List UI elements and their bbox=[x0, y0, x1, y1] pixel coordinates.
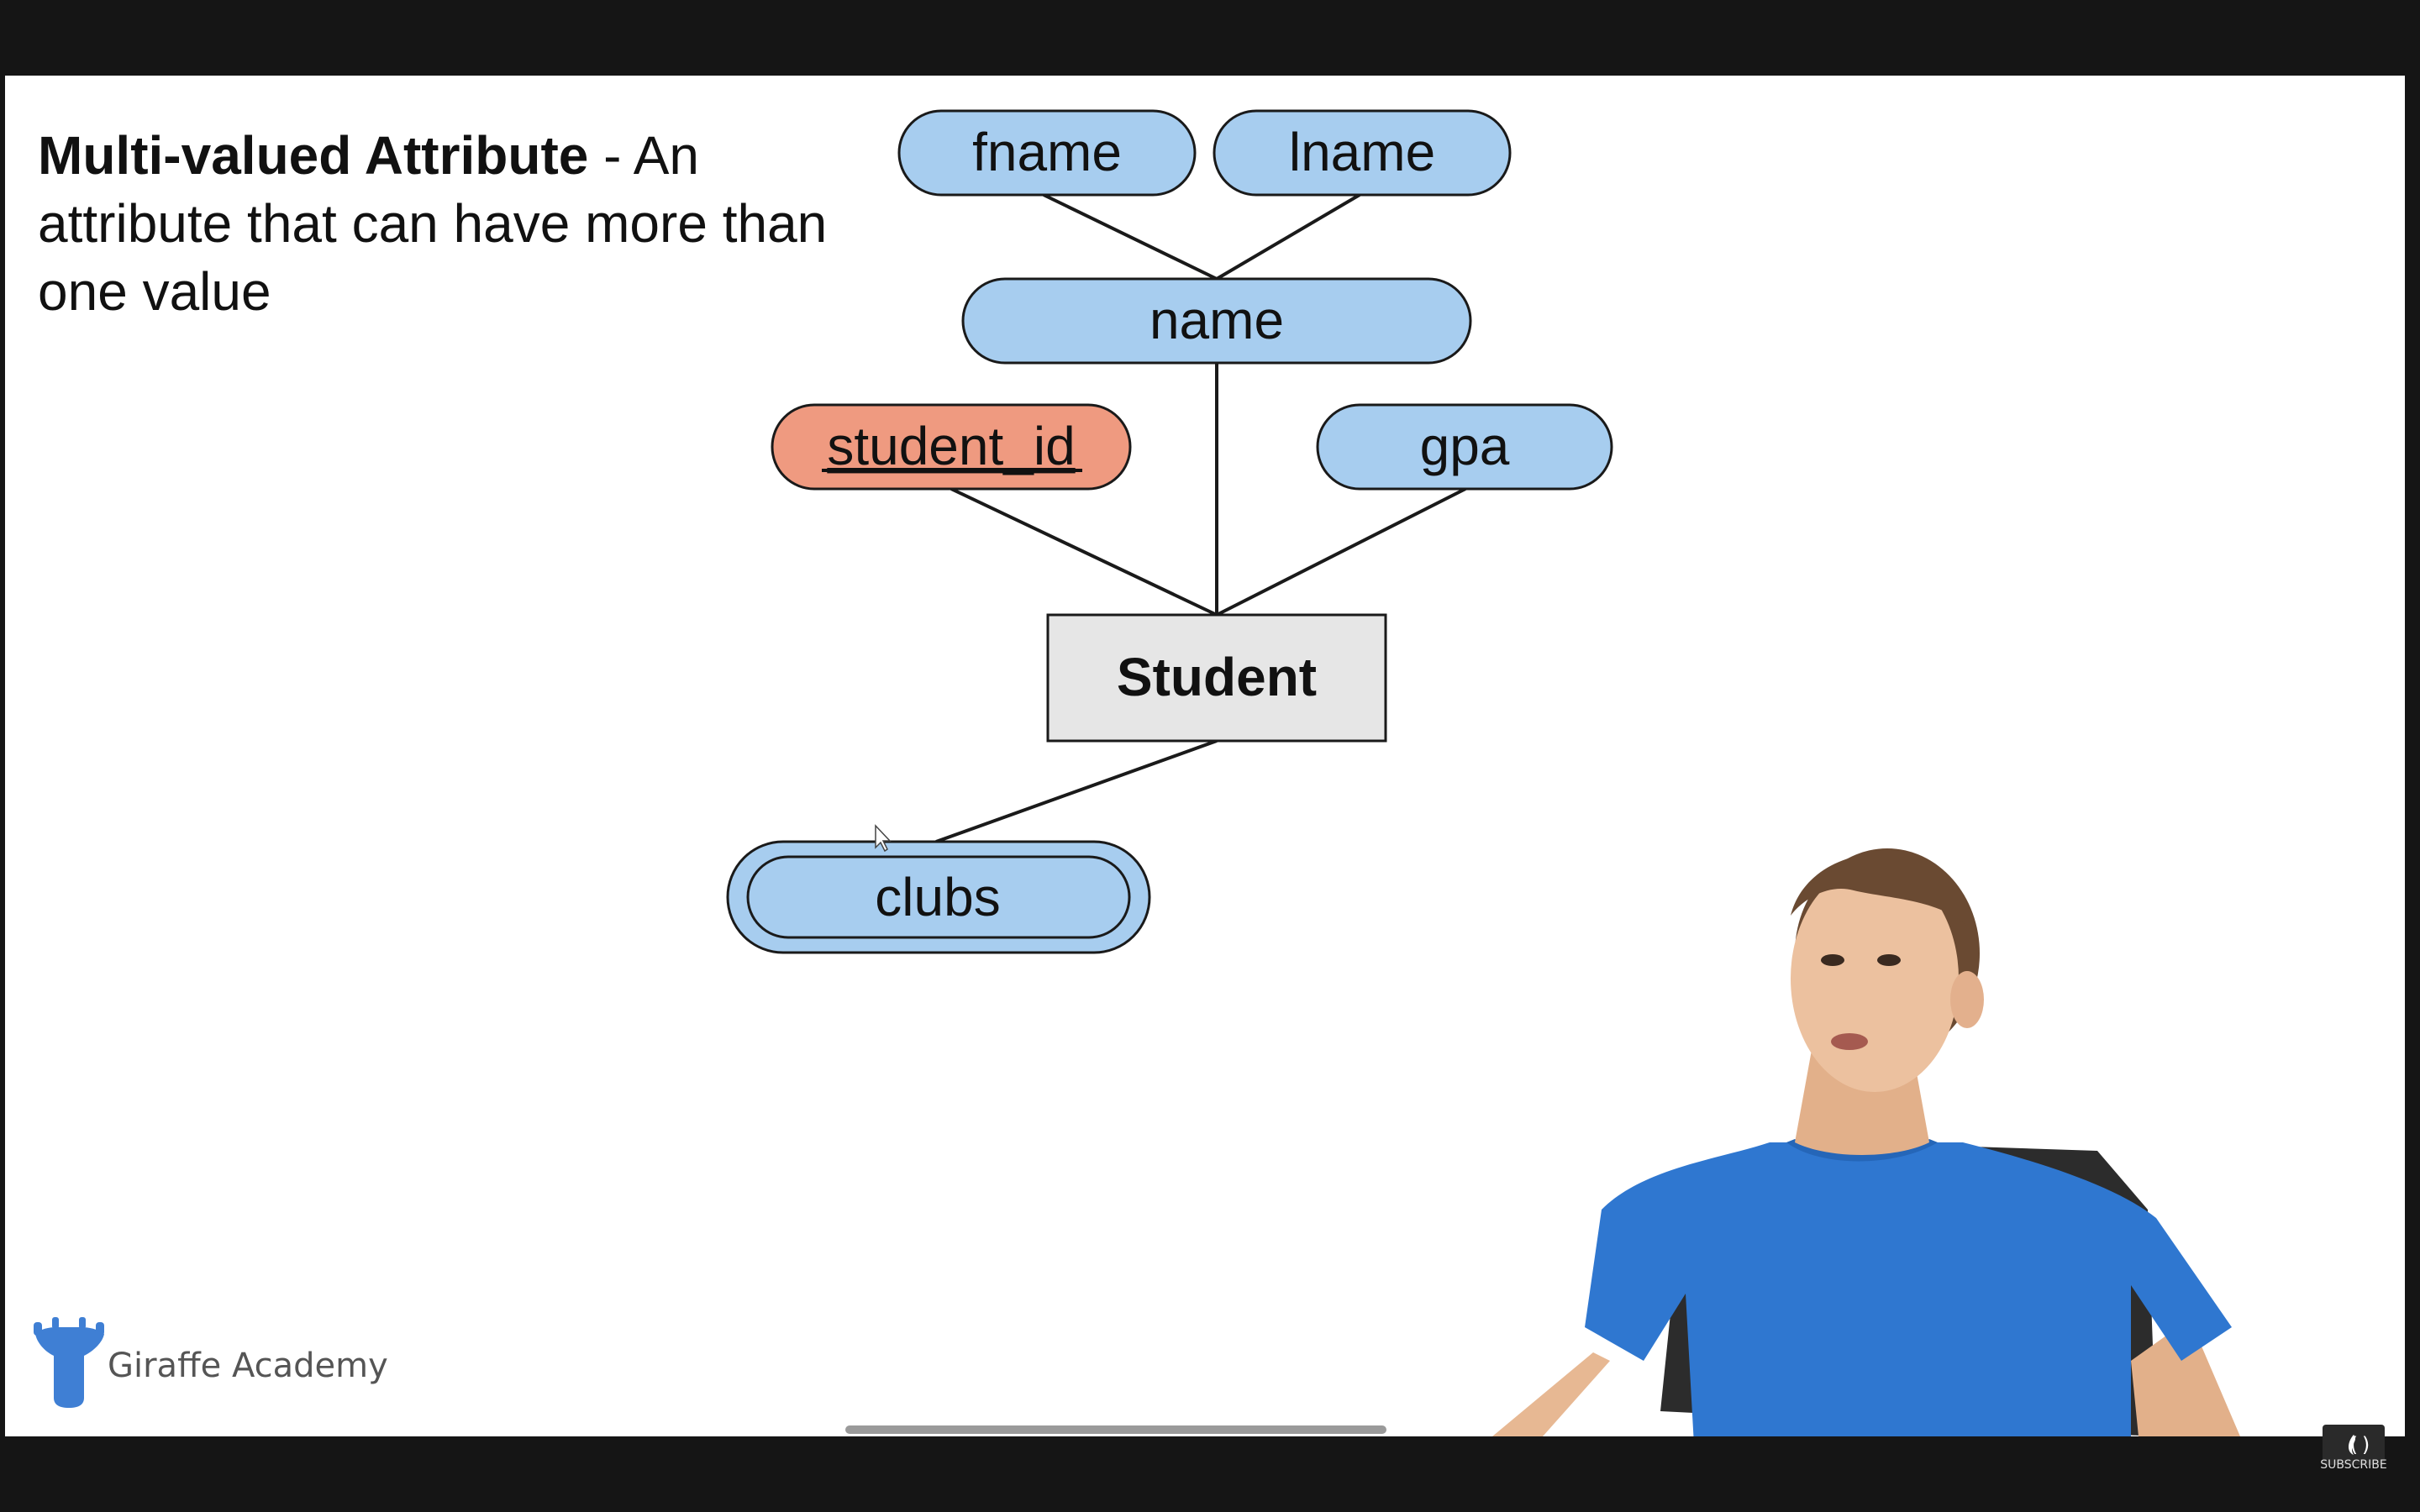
clubs-label: clubs bbox=[875, 867, 1000, 927]
gpa-student-line bbox=[1216, 487, 1466, 617]
definition-description: - An attribute that can have more than o… bbox=[38, 125, 828, 322]
logo-text: Giraffe Academy bbox=[108, 1347, 388, 1385]
definition-term: Multi-valued Attribute bbox=[38, 125, 589, 186]
student-id-label: student_id bbox=[827, 416, 1075, 476]
lname-label: lname bbox=[1289, 122, 1435, 182]
student-clubs-line bbox=[935, 739, 1218, 843]
video-bottom-letterbox bbox=[0, 1436, 2420, 1512]
giraffe-icon bbox=[34, 1317, 104, 1408]
face bbox=[1791, 865, 1959, 1092]
fname-attribute: fname bbox=[897, 109, 1197, 197]
freecodecamp-icon[interactable]: ( ) bbox=[2323, 1415, 2385, 1475]
connectors bbox=[935, 193, 1466, 843]
fname-name-line bbox=[1043, 193, 1218, 281]
subscribe-label[interactable]: SUBSCRIBE bbox=[2320, 1458, 2387, 1472]
lname-name-line bbox=[1215, 193, 1361, 281]
video-top-letterbox bbox=[0, 0, 2420, 76]
definition-text: Multi-valued Attribute - An attribute th… bbox=[38, 122, 878, 326]
right-arm bbox=[2131, 1319, 2240, 1436]
student-id-student-line bbox=[950, 487, 1218, 617]
student-entity: Student bbox=[1046, 613, 1387, 743]
name-attribute: name bbox=[961, 277, 1472, 365]
er-diagram: fname lname name student_id gpa Student … bbox=[726, 109, 1613, 954]
name-label: name bbox=[1150, 290, 1284, 350]
svg-text:): ) bbox=[2360, 1433, 2372, 1457]
shirt bbox=[1585, 1142, 2232, 1436]
left-arm bbox=[1492, 1352, 1610, 1436]
mouse-cursor-icon bbox=[875, 824, 892, 853]
fname-label: fname bbox=[972, 122, 1122, 182]
slide: Multi-valued Attribute - An attribute th… bbox=[5, 76, 2405, 1436]
gpa-attribute: gpa bbox=[1316, 403, 1613, 491]
clubs-multivalued-attribute: clubs bbox=[726, 840, 1151, 954]
student-entity-label: Student bbox=[1117, 647, 1317, 707]
lname-attribute: lname bbox=[1213, 109, 1512, 197]
student-id-key-attribute: student_id bbox=[771, 403, 1132, 491]
gpa-label: gpa bbox=[1420, 416, 1510, 476]
horizontal-scrollbar[interactable] bbox=[845, 1425, 1386, 1434]
presenter-webcam bbox=[1492, 848, 2240, 1436]
